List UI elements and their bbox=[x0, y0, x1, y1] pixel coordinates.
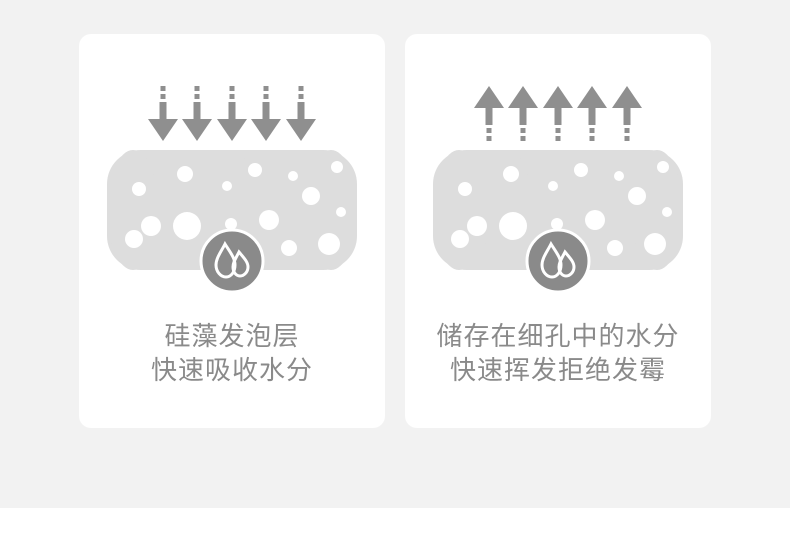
arrow-down-icon bbox=[286, 86, 316, 141]
absorb-caption: 硅藻发泡层 快速吸收水分 bbox=[79, 320, 385, 388]
foam-layer bbox=[107, 150, 357, 270]
arrow-down-icon bbox=[251, 86, 281, 141]
bubbles bbox=[125, 161, 346, 256]
page-background: 硅藻发泡层 快速吸收水分 bbox=[0, 0, 790, 508]
absorb-panel: 硅藻发泡层 快速吸收水分 bbox=[79, 34, 385, 428]
arrow-up-icon bbox=[474, 86, 504, 141]
evaporate-illustration bbox=[433, 86, 683, 294]
arrow-down-icon bbox=[148, 86, 178, 141]
caption-line: 硅藻发泡层 bbox=[164, 322, 300, 352]
caption-line: 储存在细孔中的水分 bbox=[436, 322, 680, 352]
caption-line: 快速吸收水分 bbox=[150, 356, 313, 386]
down-arrows bbox=[148, 86, 316, 141]
arrow-up-icon bbox=[508, 86, 538, 141]
caption-line: 快速挥发拒绝发霉 bbox=[449, 356, 666, 386]
arrow-down-icon bbox=[182, 86, 212, 141]
arrow-up-icon bbox=[543, 86, 573, 141]
bubbles bbox=[451, 161, 672, 256]
water-drops-icon bbox=[525, 228, 591, 294]
evaporate-caption: 储存在细孔中的水分 快速挥发拒绝发霉 bbox=[405, 320, 711, 388]
arrow-up-icon bbox=[577, 86, 607, 141]
water-drops-icon bbox=[199, 228, 265, 294]
evaporate-panel: 储存在细孔中的水分 快速挥发拒绝发霉 bbox=[405, 34, 711, 428]
arrow-up-icon bbox=[612, 86, 642, 141]
absorb-illustration bbox=[107, 86, 357, 294]
up-arrows bbox=[474, 86, 642, 141]
arrow-down-icon bbox=[217, 86, 247, 141]
